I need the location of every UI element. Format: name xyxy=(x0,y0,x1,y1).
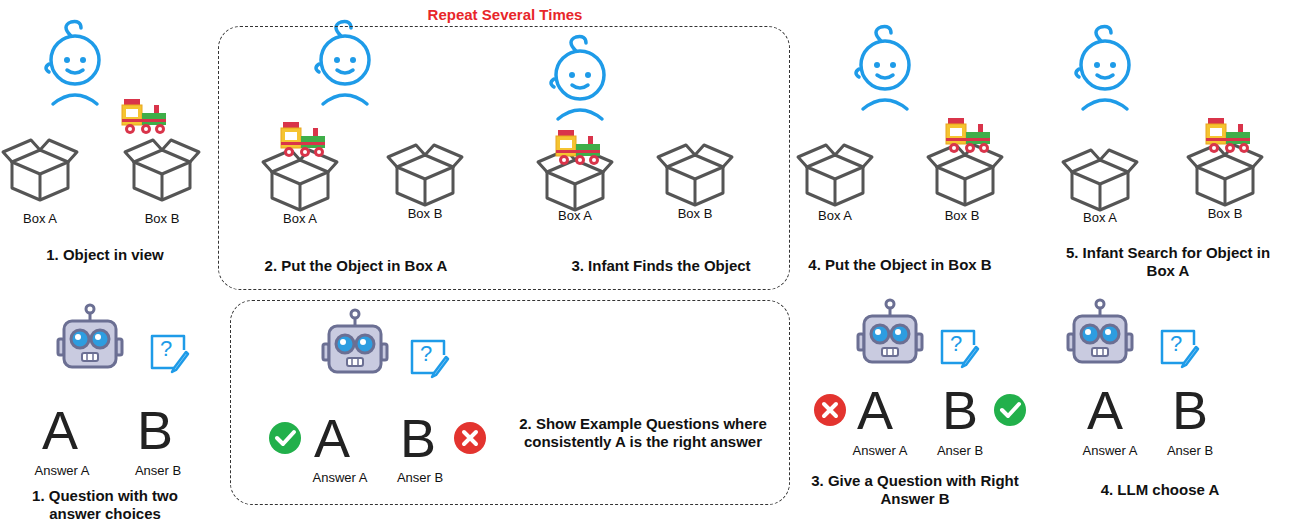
step-caption: 5. Infant Search for Object in Box A xyxy=(1063,244,1273,280)
answer-label: Answer A xyxy=(35,463,90,478)
step-caption: 1. Object in view xyxy=(46,246,164,264)
box-icon xyxy=(1188,145,1262,205)
repeat-heading: Repeat Several Times xyxy=(424,6,587,23)
answer-letter: A xyxy=(1087,383,1123,437)
box-label: Box A xyxy=(818,208,852,223)
step-caption: 3. Infant Finds the Object xyxy=(571,257,750,275)
robot-icon xyxy=(1068,300,1132,362)
step-caption: 4. LLM choose A xyxy=(1101,481,1220,499)
box-label: Box B xyxy=(408,206,443,221)
step-caption: 4. Put the Object in Box B xyxy=(808,256,991,274)
robot-icon xyxy=(58,305,122,367)
question-note-icon xyxy=(942,331,978,367)
box-icon xyxy=(388,145,462,205)
box-label: Box B xyxy=(145,211,180,226)
cross-icon xyxy=(814,394,846,426)
question-note-icon xyxy=(152,336,188,372)
question-mark: ? xyxy=(420,341,432,367)
answer-letter: B xyxy=(400,411,436,465)
box-icon xyxy=(538,150,612,210)
box-label: Box B xyxy=(678,206,713,221)
box-label: Box B xyxy=(945,208,980,223)
box-icon xyxy=(928,145,1002,205)
step-caption: 2. Put the Object in Box A xyxy=(265,257,448,275)
cross-icon xyxy=(454,422,486,454)
answer-letter: B xyxy=(942,383,978,437)
question-mark: ? xyxy=(950,331,962,357)
question-mark: ? xyxy=(160,336,172,362)
answer-label: Anser B xyxy=(937,443,983,458)
check-icon xyxy=(269,422,301,454)
answer-letter: A xyxy=(857,383,893,437)
answer-label: Answer A xyxy=(1083,443,1138,458)
answer-letter: B xyxy=(137,403,173,457)
box-label: Box B xyxy=(1208,206,1243,221)
box-label: Box A xyxy=(283,211,317,226)
answer-letter: B xyxy=(1172,383,1208,437)
box-icon xyxy=(798,145,872,205)
box-label: Box A xyxy=(23,211,57,226)
toy-train xyxy=(946,118,990,153)
robot-icon xyxy=(323,310,387,372)
toy-train xyxy=(1206,118,1250,153)
infant-icon xyxy=(316,22,369,104)
box-icon xyxy=(3,140,77,200)
toy-train xyxy=(122,99,166,134)
question-mark: ? xyxy=(1170,331,1182,357)
step-caption: 2. Show Example Questions where consiste… xyxy=(518,415,768,451)
step-caption: 3. Give a Question with Right Answer B xyxy=(810,472,1020,508)
answer-letter: A xyxy=(314,411,350,465)
box-icon xyxy=(125,140,199,200)
answer-label: Answer A xyxy=(313,470,368,485)
toy-train xyxy=(556,130,600,165)
infant-icon xyxy=(1076,27,1129,109)
question-note-icon xyxy=(412,341,448,377)
box-label: Box A xyxy=(1083,210,1117,225)
infant-icon xyxy=(856,27,909,109)
answer-label: Answer A xyxy=(853,443,908,458)
question-note-icon xyxy=(1162,331,1198,367)
infant-icon xyxy=(551,37,604,119)
toy-train xyxy=(281,122,325,157)
infant-icon xyxy=(46,22,99,104)
answer-letter: A xyxy=(42,403,78,457)
repeat-region: Repeat Several Times2. Put the Object in… xyxy=(218,26,790,290)
box-icon xyxy=(263,150,337,210)
check-icon xyxy=(994,394,1026,426)
step-caption: 1. Question with two answer choices xyxy=(15,487,195,523)
box-icon xyxy=(1063,150,1137,210)
box-label: Box A xyxy=(558,208,592,223)
answer-label: Anser B xyxy=(1167,443,1213,458)
box-icon xyxy=(658,145,732,205)
robot-icon xyxy=(858,300,922,362)
answer-label: Anser B xyxy=(135,463,181,478)
answer-label: Anser B xyxy=(397,470,443,485)
